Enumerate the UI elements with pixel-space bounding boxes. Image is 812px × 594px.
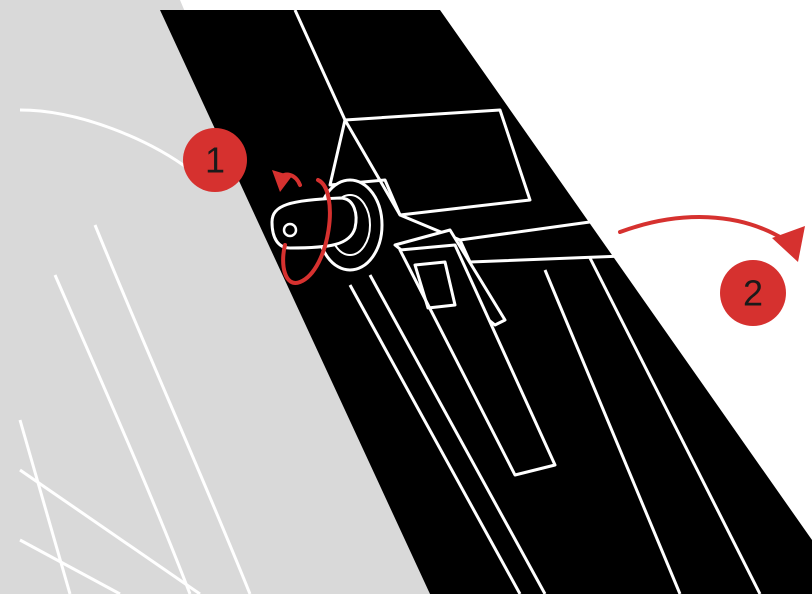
step-number-2: 2 (743, 273, 763, 314)
step-badge-2: 2 (720, 260, 786, 326)
step-number-1: 1 (205, 140, 225, 181)
key-head (272, 198, 356, 248)
step-badge-1: 1 (183, 128, 247, 192)
